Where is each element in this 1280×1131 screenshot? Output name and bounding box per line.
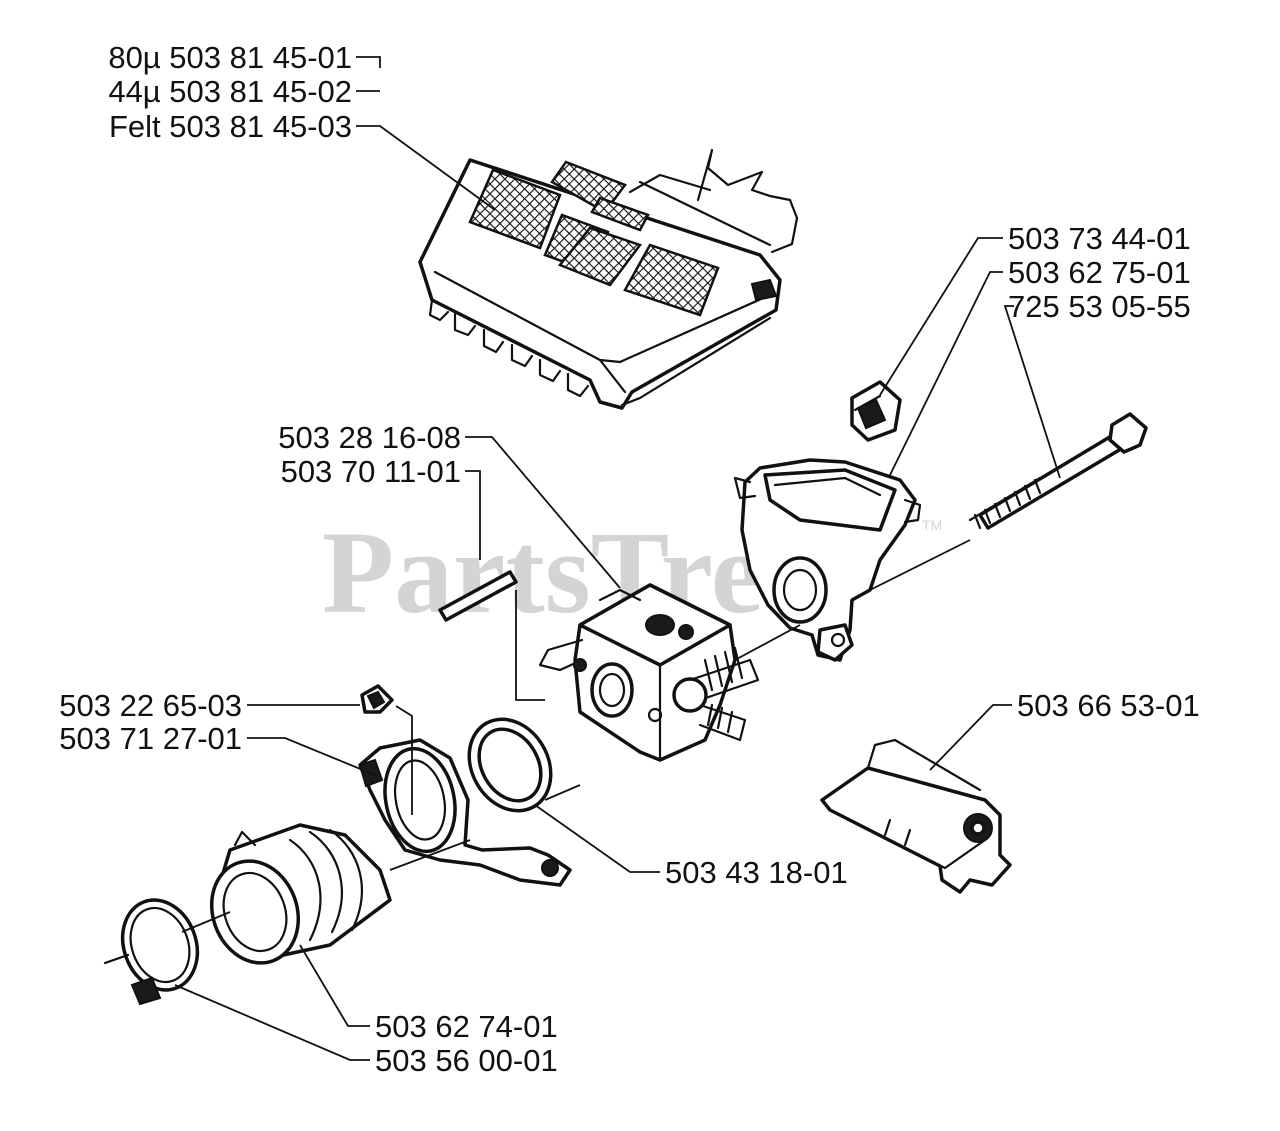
label-hose-clamp: 503 56 00-01 [375,1043,558,1078]
label-air-filter-80u: 80µ 503 81 45-01 [108,40,352,75]
label-gasket: 503 73 44-01 [1008,221,1191,256]
label-adapter: 503 62 75-01 [1008,255,1191,290]
gasket-drawing [850,380,902,442]
label-air-filter-44u: 44µ 503 81 45-02 [108,74,352,109]
adapter-drawing [733,458,922,662]
label-bracket: 503 66 53-01 [1017,688,1200,723]
label-air-filter-felt: Felt 503 81 45-03 [109,109,352,144]
label-pin: 503 70 11-01 [281,454,461,489]
leader-lines [174,56,1061,1061]
label-ring: 503 43 18-01 [665,855,848,890]
hose-clamp-drawing [103,898,200,1006]
label-intake-boot: 503 62 74-01 [375,1009,558,1044]
watermark-trademark: TM [922,517,942,533]
label-small-gasket: 503 22 65-03 [59,688,242,723]
ring-drawing [467,717,553,813]
label-bolt: 725 53 05-55 [1008,289,1191,324]
small-gasket-drawing [360,684,394,714]
carburetor-drawing [538,583,760,762]
axis-line [104,539,971,964]
label-carburetor: 503 28 16-08 [278,420,461,455]
pin-drawing [438,570,518,622]
air-filter-drawing [418,148,799,410]
intake-boot-drawing [209,823,392,965]
label-flange: 503 71 27-01 [59,721,242,756]
bolt-drawing [968,412,1148,530]
bracket-drawing [820,738,1012,894]
